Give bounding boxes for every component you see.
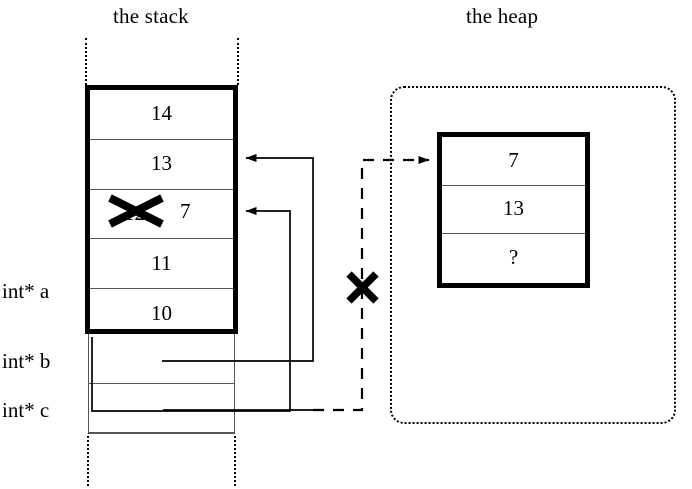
variable-label-b: int* b <box>2 349 51 373</box>
heap-region-boundary <box>390 86 676 424</box>
heap-cell: 13 <box>442 186 585 235</box>
variable-label-a: int* a <box>2 279 50 303</box>
stack-cell: 14 <box>90 90 233 140</box>
heap-cell: 7 <box>442 137 585 186</box>
stack-cell-value: 10 <box>151 301 172 326</box>
stack-pointer-slot <box>89 334 234 384</box>
heap-title: the heap <box>466 4 539 28</box>
stack-cell-new-value: 7 <box>180 199 191 223</box>
connector-c-to-heap <box>313 156 430 412</box>
stack-cell: 10 <box>90 289 233 339</box>
connector-a-to-cell7 <box>91 207 291 412</box>
stack-title: the stack <box>113 4 189 28</box>
stack-right-guide-bottom <box>234 436 236 486</box>
heap-cell-value: 7 <box>508 147 519 172</box>
invalidation-x-mark <box>346 271 379 304</box>
stack-cell: 13 <box>90 140 233 190</box>
stack-pointer-slots <box>88 334 235 434</box>
variable-label-c: int* c <box>2 398 50 422</box>
heap-block: 7 13 ? <box>437 132 590 288</box>
stack-cell-value: 11 <box>151 250 172 275</box>
heap-cell-value: ? <box>508 245 519 270</box>
connector-b-to-cell13 <box>162 154 314 362</box>
heap-cell: ? <box>442 234 585 283</box>
stack-left-guide-top <box>85 38 87 85</box>
heap-cell-value: 13 <box>503 196 524 221</box>
stack-right-guide-top <box>237 38 239 85</box>
struck-value-x-mark <box>108 194 164 228</box>
stack-cell-value: 14 <box>151 101 172 126</box>
stack-pointer-slot <box>89 384 234 433</box>
stack-cell: 11 <box>90 239 233 290</box>
stack-frame: 14 13 12 11 10 <box>85 85 238 334</box>
stack-cell-value: 13 <box>151 151 172 176</box>
stack-left-guide-bottom <box>87 436 89 486</box>
